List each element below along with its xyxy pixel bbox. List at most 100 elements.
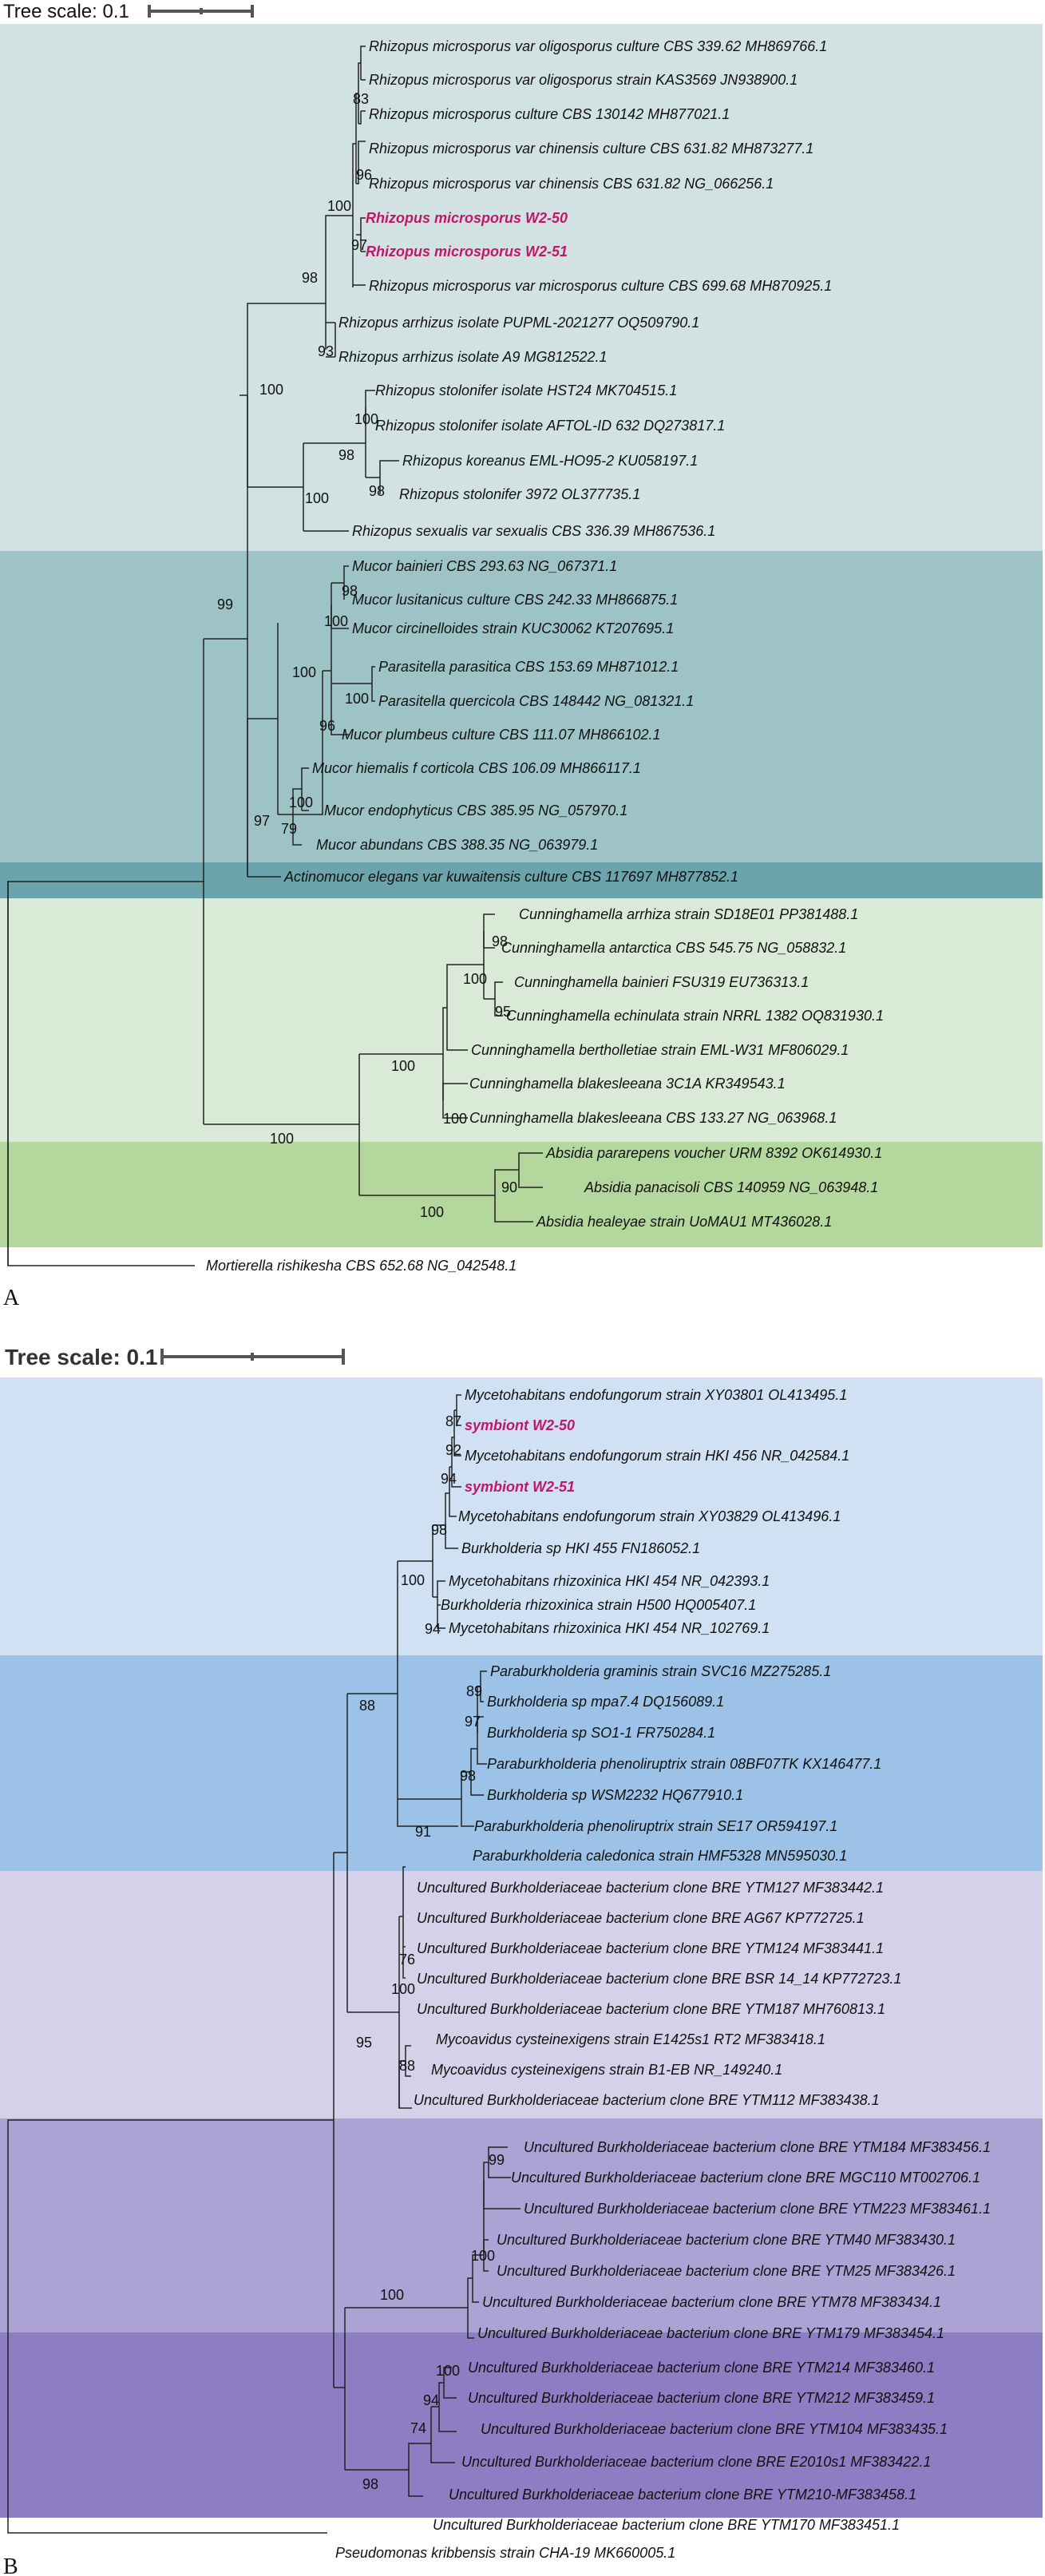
bootstrap-value: 93 bbox=[318, 343, 334, 359]
leaf-label: Absidia healeyae strain UoMAU1 MT436028.… bbox=[536, 1214, 832, 1230]
bootstrap-value: 97 bbox=[351, 237, 367, 253]
bootstrap-value: 98 bbox=[369, 483, 385, 499]
tree-scale-bar bbox=[160, 1349, 345, 1365]
leaf-label: Actinomucor elegans var kuwaitensis cult… bbox=[283, 869, 738, 885]
panel-letter: B bbox=[3, 2554, 18, 2576]
leaf-label: Mycetohabitans rhizoxinica HKI 454 NR_10… bbox=[449, 1620, 770, 1636]
bootstrap-value: 88 bbox=[399, 2058, 415, 2074]
bootstrap-value: 100 bbox=[463, 971, 487, 987]
leaf-label: Burkholderia sp SO1-1 FR750284.1 bbox=[487, 1725, 715, 1741]
bootstrap-value: 95 bbox=[356, 2035, 372, 2051]
bootstrap-value: 97 bbox=[254, 813, 270, 829]
clade-band-mucor bbox=[0, 551, 1043, 862]
leaf-label: Uncultured Burkholderiaceae bacterium cl… bbox=[417, 1940, 884, 1956]
leaf-label: Mucor plumbeus culture CBS 111.07 MH8661… bbox=[342, 727, 661, 743]
leaf-label: Uncultured Burkholderiaceae bacterium cl… bbox=[461, 2454, 931, 2470]
leaf-label: Absidia panacisoli CBS 140959 NG_063948.… bbox=[584, 1179, 878, 1195]
leaf-label: Absidia pararepens voucher URM 8392 OK61… bbox=[545, 1145, 882, 1161]
panel-b: Tree scale: 0.1 Mycetohabitans e bbox=[0, 1345, 1043, 2576]
bootstrap-value: 83 bbox=[353, 91, 369, 107]
leaf-label: Cunninghamella antarctica CBS 545.75 NG_… bbox=[501, 940, 846, 956]
bootstrap-value: 87 bbox=[445, 1413, 461, 1429]
bootstrap-value: 96 bbox=[319, 718, 335, 734]
leaf-label: Rhizopus microsporus var chinensis cultu… bbox=[369, 141, 813, 157]
bootstrap-value: 92 bbox=[445, 1442, 461, 1458]
leaf-label: Uncultured Burkholderiaceae bacterium cl… bbox=[417, 1971, 901, 1987]
bootstrap-value: 76 bbox=[399, 1952, 415, 1968]
tree-scale-label: Tree scale: 0.1 bbox=[3, 1, 129, 22]
bootstrap-value: 100 bbox=[345, 691, 369, 707]
bootstrap-value: 79 bbox=[281, 821, 297, 837]
bootstrap-value: 100 bbox=[401, 1572, 425, 1588]
leaf-label: Uncultured Burkholderiaceae bacterium cl… bbox=[524, 2201, 991, 2217]
leaf-label: Paraburkholderia phenoliruptrix strain S… bbox=[474, 1818, 837, 1834]
bootstrap-value: 98 bbox=[338, 447, 354, 463]
leaf-label: Rhizopus microsporus culture CBS 130142 … bbox=[369, 106, 730, 122]
bootstrap-value: 100 bbox=[259, 382, 283, 398]
bootstrap-value: 100 bbox=[436, 2363, 460, 2379]
bootstrap-value: 100 bbox=[443, 1111, 467, 1127]
bootstrap-value: 98 bbox=[431, 1522, 447, 1538]
bootstrap-value: 100 bbox=[305, 490, 329, 506]
bootstrap-value: 94 bbox=[441, 1471, 457, 1487]
bootstrap-value: 74 bbox=[410, 2420, 426, 2436]
tree-leaves: Rhizopus microsporus var oligosporus cul… bbox=[206, 38, 884, 1274]
leaf-label: Rhizopus arrhizus isolate PUPML-2021277 … bbox=[338, 315, 699, 331]
bootstrap-value: 94 bbox=[423, 2392, 439, 2408]
leaf-label: Burkholderia sp mpa7.4 DQ156089.1 bbox=[487, 1694, 724, 1710]
leaf-label: Rhizopus microsporus var oligosporus cul… bbox=[369, 38, 827, 54]
leaf-label: Pseudomonas kribbensis strain CHA-19 MK6… bbox=[335, 2545, 675, 2561]
leaf-label: Uncultured Burkholderiaceae bacterium cl… bbox=[497, 2263, 956, 2279]
leaf-label: Rhizopus microsporus var chinensis CBS 6… bbox=[369, 176, 774, 192]
bootstrap-value: 99 bbox=[217, 596, 233, 612]
bootstrap-value: 98 bbox=[460, 1768, 476, 1784]
leaf-label: Burkholderia rhizoxinica strain H500 HQ0… bbox=[441, 1597, 756, 1613]
clade-band-uncultured-1 bbox=[0, 1871, 1043, 2118]
bootstrap-value: 100 bbox=[289, 795, 313, 810]
clade-band-paraburkholderia bbox=[0, 1655, 1043, 1871]
leaf-label: Rhizopus stolonifer isolate AFTOL-ID 632… bbox=[375, 418, 725, 434]
bootstrap-value: 89 bbox=[466, 1683, 482, 1699]
leaf-label: Burkholderia sp WSM2232 HQ677910.1 bbox=[487, 1787, 743, 1803]
bootstrap-value: 98 bbox=[492, 933, 508, 949]
tree-leaves: Mycetohabitans endofungorum strain XY038… bbox=[335, 1387, 991, 2561]
leaf-label: Mucor abundans CBS 388.35 NG_063979.1 bbox=[316, 837, 598, 853]
leaf-label: Mortierella rishikesha CBS 652.68 NG_042… bbox=[206, 1258, 517, 1274]
leaf-label: Uncultured Burkholderiaceae bacterium cl… bbox=[468, 2390, 935, 2406]
bootstrap-value: 98 bbox=[302, 270, 318, 286]
bootstrap-value: 96 bbox=[356, 167, 372, 183]
tree-branches bbox=[7, 1394, 521, 2534]
bootstrap-value: 97 bbox=[465, 1714, 481, 1730]
leaf-label: Paraburkholderia graminis strain SVC16 M… bbox=[490, 1663, 831, 1679]
bootstrap-value: 100 bbox=[270, 1131, 294, 1147]
leaf-label: Cunninghamella blakesleeana 3C1A KR34954… bbox=[469, 1076, 786, 1092]
tree-branches bbox=[7, 46, 543, 1266]
leaf-label: Uncultured Burkholderiaceae bacterium cl… bbox=[497, 2232, 956, 2248]
bootstrap-value: 98 bbox=[362, 2476, 378, 2492]
leaf-label-highlight: Rhizopus microsporus W2-51 bbox=[366, 244, 568, 260]
tree-scale-bar bbox=[148, 5, 254, 18]
leaf-label: Rhizopus stolonifer 3972 OL377735.1 bbox=[399, 486, 640, 502]
bootstrap-value: 100 bbox=[420, 1204, 444, 1220]
clade-band-uncultured-3 bbox=[0, 2332, 1043, 2518]
leaf-label: Rhizopus microsporus var oligosporus str… bbox=[369, 72, 798, 88]
leaf-label: Uncultured Burkholderiaceae bacterium cl… bbox=[417, 1910, 865, 1926]
leaf-label: Paraburkholderia phenoliruptrix strain 0… bbox=[487, 1756, 881, 1772]
bootstrap-values: 83 96 100 97 98 93 100 100 98 98 100 99 … bbox=[217, 91, 517, 1220]
clade-band-absidia bbox=[0, 1142, 1043, 1247]
bootstrap-value: 88 bbox=[359, 1698, 375, 1714]
leaf-label: Rhizopus koreanus EML-HO95-2 KU058197.1 bbox=[402, 453, 698, 469]
leaf-label: Burkholderia sp HKI 455 FN186052.1 bbox=[461, 1540, 700, 1556]
leaf-label: Uncultured Burkholderiaceae bacterium cl… bbox=[468, 2360, 935, 2376]
leaf-label: Uncultured Burkholderiaceae bacterium cl… bbox=[524, 2139, 991, 2155]
leaf-label-highlight: symbiont W2-51 bbox=[465, 1479, 575, 1495]
leaf-label: Uncultured Burkholderiaceae bacterium cl… bbox=[417, 2001, 885, 2017]
leaf-label: Uncultured Burkholderiaceae bacterium cl… bbox=[433, 2517, 900, 2533]
leaf-label: Mycoavidus cysteinexigens strain E1425s1… bbox=[436, 2031, 825, 2047]
tree-scale-label: Tree scale: 0.1 bbox=[5, 1345, 157, 1369]
clade-band-cunninghamella bbox=[0, 898, 1043, 1142]
leaf-label: Mycoavidus cysteinexigens strain B1-EB N… bbox=[431, 2062, 782, 2078]
bootstrap-value: 91 bbox=[415, 1824, 431, 1840]
leaf-label: Uncultured Burkholderiaceae bacterium cl… bbox=[511, 2170, 980, 2186]
leaf-label: Mucor lusitanicus culture CBS 242.33 MH8… bbox=[352, 592, 678, 608]
